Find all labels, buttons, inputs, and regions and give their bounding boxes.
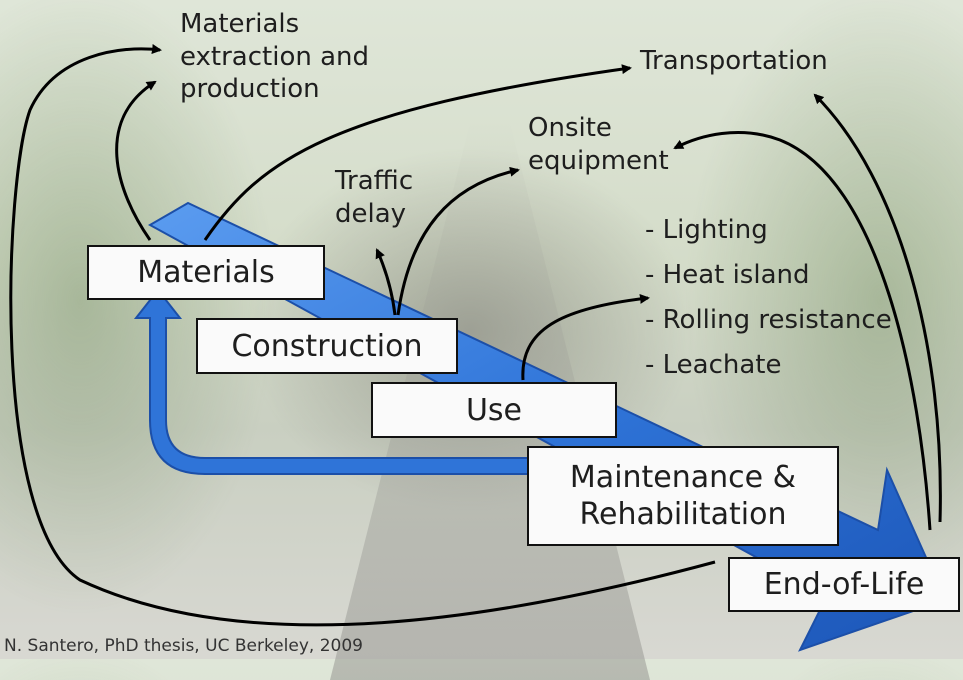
arrow-use-to-use-phase-items: [521, 293, 650, 381]
arrow-endoflife-to-extraction: [9, 44, 716, 627]
use-phase-item: - Rolling resistance: [645, 305, 892, 335]
onsite-equipment-label: Onsite equipment: [528, 113, 669, 176]
extraction-label: Materials extraction and production: [180, 9, 370, 104]
use-phase-item: - Leachate: [645, 350, 782, 380]
use-phase-item: - Lighting: [645, 215, 768, 245]
use-box: Use: [371, 382, 617, 438]
end-of-life-box: End-of-Life: [728, 557, 960, 612]
construction-box: Construction: [196, 318, 458, 374]
arrow-materials-to-extraction: [115, 80, 157, 241]
use-phase-list: - Lighting - Heat island - Rolling resis…: [645, 208, 892, 388]
arrow-endoflife-to-transportation: [813, 93, 942, 523]
arrow-construction-to-traffic-delay: [375, 248, 397, 316]
arrow-materials-to-transportation: [203, 64, 632, 241]
materials-box: Materials: [87, 245, 325, 300]
maintenance-rehabilitation-box: Maintenance & Rehabilitation: [527, 446, 839, 546]
use-phase-item: - Heat island: [645, 260, 810, 290]
traffic-delay-label: Traffic delay: [335, 166, 414, 229]
arrow-construction-to-onsite-equipment: [396, 166, 520, 316]
arrow-endoflife-to-onsite-equipment: [673, 130, 932, 531]
citation-text: N. Santero, PhD thesis, UC Berkeley, 200…: [4, 636, 363, 656]
transportation-label: Transportation: [640, 46, 828, 76]
